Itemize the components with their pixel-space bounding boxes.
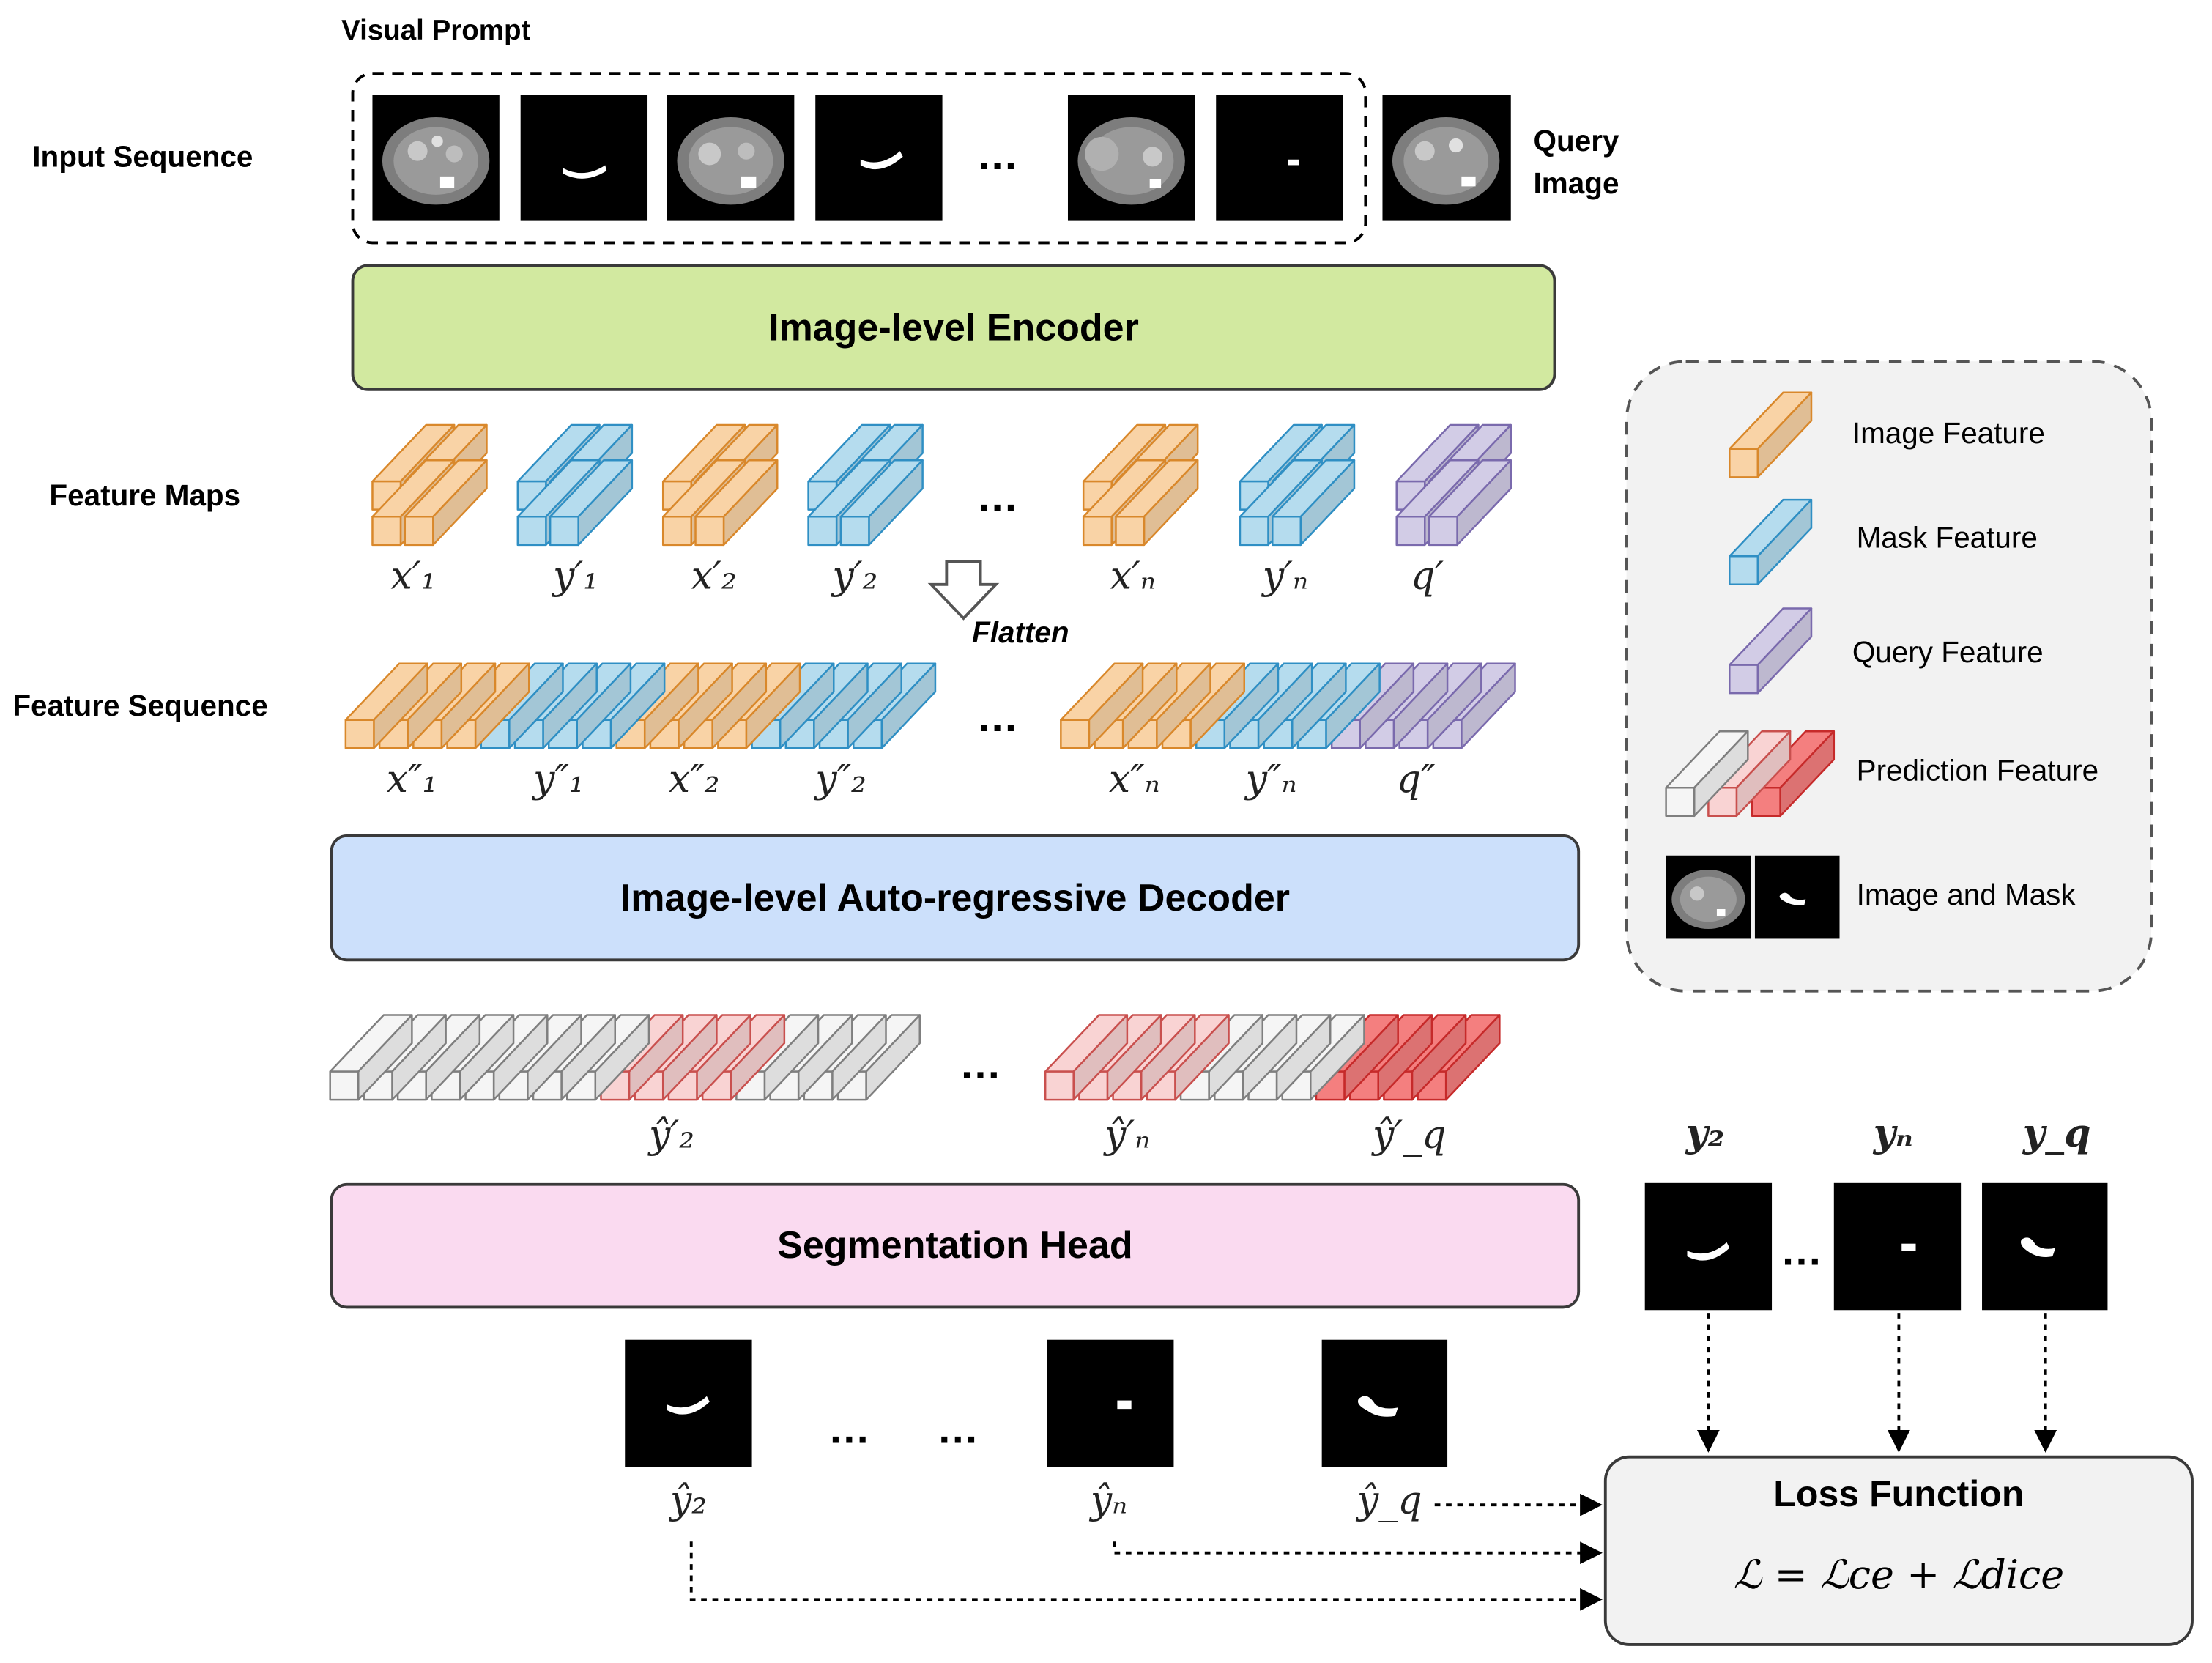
loss-function-box: Loss Function ℒ = ℒce + ℒdice: [1603, 1455, 2194, 1646]
legend-image-and-mask: Image and Mask: [1856, 879, 2076, 912]
gt-label-yn: yₙ: [1873, 1112, 1913, 1157]
fm-label-q: q′: [1411, 555, 1444, 599]
pred-label-yq: ŷ′_q: [1372, 1114, 1447, 1158]
feature-cubes: [329, 391, 1836, 1101]
feature-sequence-label: Feature Sequence: [12, 690, 268, 723]
legend-mask-feature: Mask Feature: [1856, 522, 2038, 555]
out-mask-q: [1321, 1339, 1448, 1467]
flatten-label: Flatten: [972, 617, 1069, 650]
gt-mask-n: [1833, 1182, 1962, 1311]
pred-arrow-n: [1113, 1541, 1603, 1565]
segmentation-head: Segmentation Head: [330, 1182, 1581, 1309]
out-ellipsis-2: …: [936, 1406, 982, 1453]
fs-ellipsis: …: [976, 695, 1022, 741]
fm-label-xn: x′ₙ: [1110, 555, 1156, 599]
fs-b-0: [1060, 662, 1144, 749]
pred-a-0: [329, 1014, 413, 1101]
gt-ellipsis: …: [1780, 1228, 1826, 1275]
out-label-yq: ŷ_q: [1356, 1479, 1422, 1524]
fm-ellipsis: …: [976, 474, 1022, 522]
mask-1: [520, 95, 648, 221]
fm-x1-cube: [404, 459, 488, 547]
fs-label-y1: y″₁: [533, 758, 584, 802]
legend-pred-white: [1665, 730, 1749, 818]
legend-query-feature: Query Feature: [1852, 637, 2044, 670]
out-mask-2: [625, 1339, 752, 1467]
pred-ellipsis: …: [959, 1042, 1005, 1089]
ct-image-1: [372, 95, 500, 221]
feature-maps-label: Feature Maps: [49, 480, 241, 513]
legend-prediction-feature: Prediction Feature: [1856, 755, 2099, 788]
fm-label-yn: y′ₙ: [1262, 555, 1309, 599]
legend-image-cube: [1729, 391, 1813, 478]
gt-label-y2: y₂: [1685, 1112, 1725, 1157]
fm-y2-cube: [839, 459, 924, 547]
visual-prompt-frame: [351, 72, 1367, 245]
input-sequence-label: Input Sequence: [32, 141, 253, 174]
auto-regressive-decoder: Image-level Auto-regressive Decoder: [330, 834, 1581, 962]
query-image-label: Query Image: [1533, 125, 1619, 201]
loss-formula: ℒ = ℒce + ℒdice: [1733, 1551, 2065, 1599]
visual-prompt-label: Visual Prompt: [341, 15, 531, 47]
fs-label-x2: x″₂: [668, 758, 720, 802]
gt-mask-2: [1644, 1182, 1773, 1311]
loss-function-title: Loss Function: [1773, 1472, 2024, 1515]
out-ellipsis-1: …: [828, 1406, 874, 1453]
out-label-y2: ŷ₂: [669, 1479, 708, 1524]
fm-label-y1: y′₁: [552, 555, 599, 599]
legend-frame: [1625, 360, 2153, 993]
fs-a-0: [344, 662, 428, 749]
out-mask-n: [1047, 1339, 1174, 1467]
mask-2: [815, 95, 943, 221]
pred-b-0: [1044, 1014, 1129, 1101]
query-image: [1382, 95, 1511, 221]
fs-label-q: q″: [1396, 758, 1436, 802]
pred-label-yn: ŷ′ₙ: [1105, 1114, 1151, 1158]
flatten-arrow-icon: [927, 560, 1000, 621]
pred-label-y2: ŷ′₂: [648, 1114, 695, 1158]
fm-y1-cube: [549, 459, 634, 547]
mask-n: [1216, 95, 1343, 221]
fm-label-x1: x′₁: [390, 555, 437, 599]
fs-label-yn: y″ₙ: [1245, 758, 1297, 802]
fs-label-y2: y″₂: [815, 758, 866, 802]
legend-image-thumb: [1666, 855, 1751, 939]
legend-mask-thumb: [1754, 855, 1840, 939]
fm-q-cube: [1428, 459, 1512, 547]
legend-query-cube: [1729, 607, 1813, 695]
image-level-encoder: Image-level Encoder: [351, 264, 1556, 391]
gt-label-yq: y_q: [2022, 1112, 2091, 1157]
pred-arrow-2: [689, 1541, 1603, 1611]
legend-mask-cube: [1729, 498, 1813, 586]
fm-xn-cube: [1115, 459, 1199, 547]
fm-label-y2: y′₂: [832, 555, 878, 599]
gt-mask-q: [1982, 1182, 2108, 1311]
ct-image-2: [667, 95, 795, 221]
fm-label-x2: x′₂: [691, 555, 737, 599]
out-label-yn: ŷₙ: [1090, 1479, 1128, 1524]
input-ellipsis: …: [976, 133, 1022, 179]
fs-label-xn: x″ₙ: [1108, 758, 1160, 802]
legend-image-feature: Image Feature: [1852, 418, 2045, 451]
fs-label-x1: x″₁: [386, 758, 438, 802]
fm-x2-cube: [694, 459, 779, 547]
ct-image-n: [1067, 95, 1195, 221]
fm-yn-cube: [1272, 459, 1356, 547]
